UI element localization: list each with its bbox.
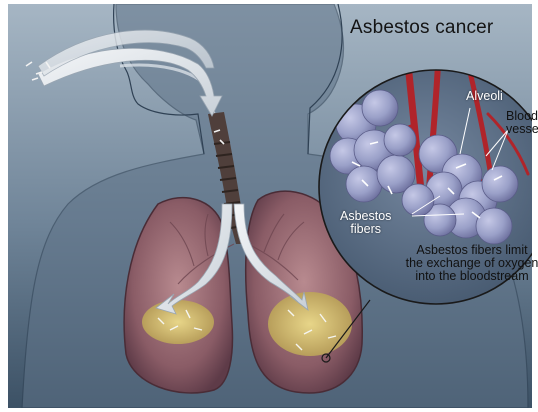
asbestos-fibers-label-line2: fibers <box>340 223 391 236</box>
alveoli-label: Alveoli <box>466 90 503 103</box>
blood-vessel-label: Blood vessel <box>506 110 538 136</box>
blood-vessel-label-line2: vessel <box>506 123 538 136</box>
right-fibrosis-patch <box>268 292 352 356</box>
asbestos-fibers-label: Asbestos fibers <box>340 210 391 236</box>
left-fibrosis-patch <box>142 300 214 344</box>
anatomy-illustration <box>8 4 532 408</box>
diagram-title: Asbestos cancer <box>350 18 493 38</box>
caption-line3: into the bloodstream <box>402 270 538 283</box>
explanation-caption: Asbestos fibers limit the exchange of ox… <box>402 244 538 283</box>
diagram-stage: Asbestos cancer Alveoli Blood vessel Asb… <box>8 4 532 408</box>
